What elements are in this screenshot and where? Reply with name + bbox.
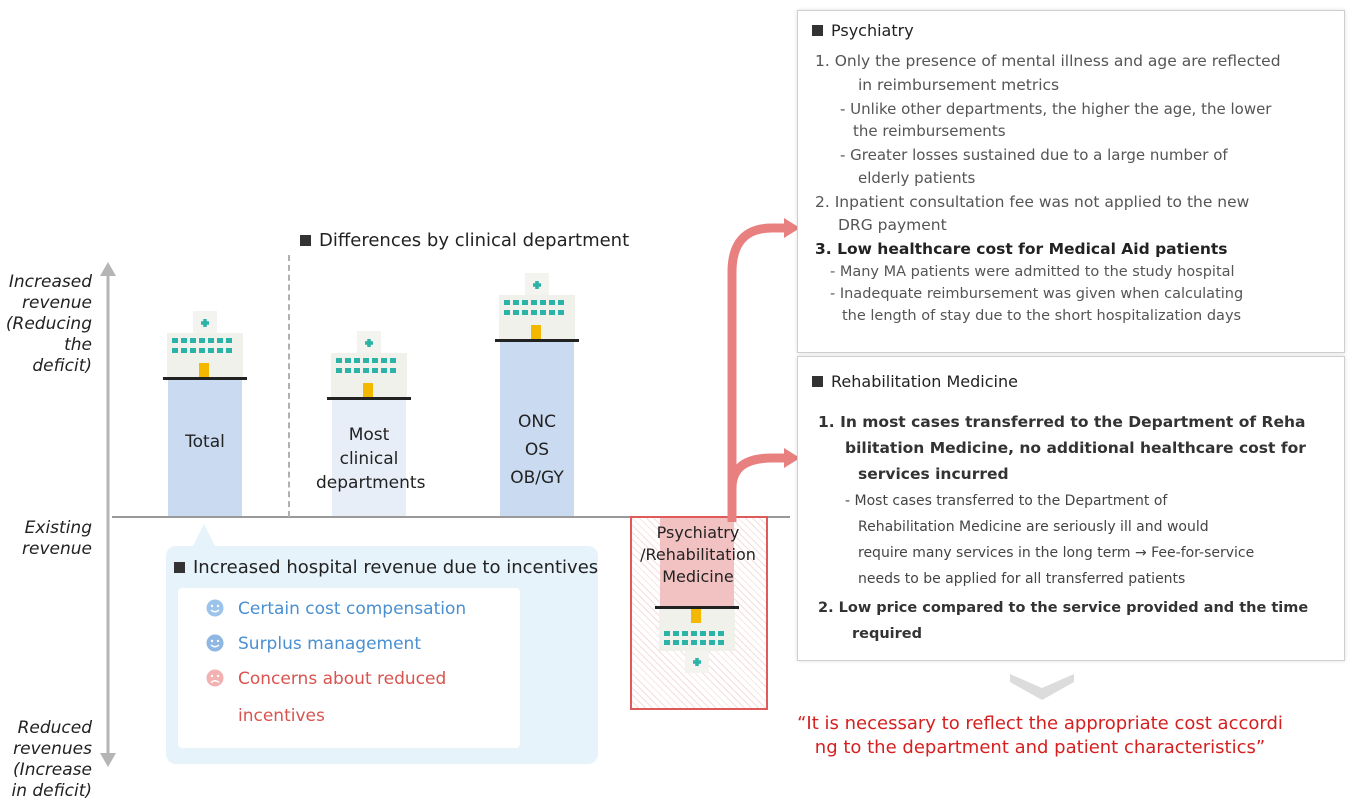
incentive-item: Concerns about reduced — [206, 669, 446, 689]
psychiatry-line: in reimbursement metrics — [858, 76, 1060, 94]
rehab-panel-title: Rehabilitation Medicine — [812, 372, 1018, 391]
rehab-line: 2. Low price compared to the service pro… — [818, 600, 1309, 616]
psychiatry-panel-title: Psychiatry — [812, 21, 914, 40]
bar-psychiatry — [660, 518, 734, 610]
incentives-list-box — [178, 588, 520, 748]
psychiatry-line: 2. Inpatient consultation fee was not ap… — [815, 193, 1250, 211]
rehab-line: 1. In most cases transferred to the Depa… — [818, 413, 1306, 431]
hospital-icon-inverted — [655, 606, 739, 673]
rehab-line: needs to be applied for all transferred … — [858, 571, 1186, 587]
callout-pointer — [192, 524, 216, 548]
arrows-to-panels — [727, 218, 800, 522]
rehab-line: services incurred — [858, 465, 1009, 483]
smile-icon — [206, 599, 224, 617]
psychiatry-line: elderly patients — [858, 169, 976, 187]
psychiatry-line: 1. Only the presence of mental illness a… — [815, 52, 1281, 70]
psychiatry-line: the reimbursements — [853, 122, 1006, 140]
hospital-icon — [495, 273, 579, 342]
square-bullet-icon — [300, 235, 311, 246]
square-bullet-icon — [812, 25, 823, 36]
square-bullet-icon — [812, 376, 823, 387]
baseline — [112, 516, 790, 518]
revenue-axis — [100, 262, 116, 767]
psychiatry-line: - Many MA patients were admitted to the … — [830, 264, 1235, 280]
incentives-title: Increased hospital revenue due to incent… — [174, 557, 598, 578]
psychiatry-line: the length of stay due to the short hosp… — [842, 308, 1242, 324]
bar-onc-os-obgy — [500, 342, 574, 516]
dashed-divider — [288, 255, 290, 517]
psychiatry-line: - Unlike other departments, the higher t… — [840, 100, 1272, 118]
rehab-line: - Most cases transferred to the Departme… — [845, 493, 1168, 509]
incentive-item: Surplus management — [206, 634, 421, 654]
differences-heading: Differences by clinical department — [300, 230, 629, 251]
chevron-down-icon — [1010, 674, 1074, 700]
psychiatry-line: 3. Low healthcare cost for Medical Aid p… — [815, 240, 1228, 258]
smile-icon — [206, 634, 224, 652]
psychiatry-panel — [797, 10, 1345, 353]
psychiatry-line: - Greater losses sustained due to a larg… — [840, 146, 1228, 164]
psychiatry-line: DRG payment — [838, 216, 947, 234]
rehab-line: bilitation Medicine, no additional healt… — [845, 439, 1306, 457]
bar-most-departments — [332, 400, 406, 516]
rehab-line: require many services in the long term →… — [858, 545, 1255, 561]
rehab-line: required — [852, 626, 923, 642]
square-bullet-icon — [174, 562, 185, 573]
bar-label-total: Total — [185, 432, 225, 452]
bar-total — [168, 380, 242, 516]
hospital-icon — [163, 311, 247, 380]
conclusion-text: “It is necessary to reflect the appropri… — [797, 713, 1283, 758]
sad-icon — [206, 669, 224, 687]
psychiatry-line: - Inadequate reimbursement was given whe… — [830, 286, 1244, 302]
incentive-item: incentives — [238, 706, 325, 726]
hospital-icon — [327, 331, 411, 400]
rehab-panel — [797, 356, 1345, 661]
incentive-item: Certain cost compensation — [206, 599, 466, 619]
rehab-line: Rehabilitation Medicine are seriously il… — [858, 519, 1209, 535]
